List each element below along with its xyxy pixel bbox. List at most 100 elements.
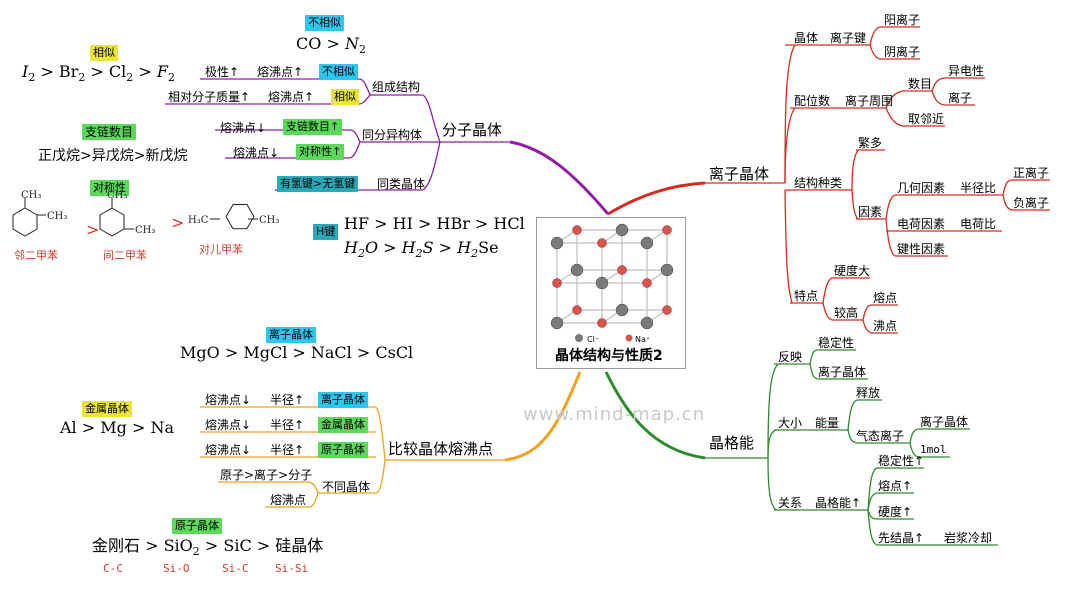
central-topic-title: 晶体结构与性质2 [555, 348, 663, 364]
node-bond-factor: 键性因素 [897, 242, 946, 256]
formula-atomic-series: 金刚石 > SiO2 > SiC > 硅晶体 [92, 536, 324, 559]
node-ionic-bond: 离子键 [830, 31, 867, 45]
node-count: 数目 [908, 77, 933, 91]
node-rel-mass: 相对分子质量↑ [168, 90, 251, 104]
node-lattice-up: 晶格能↑ [815, 496, 862, 510]
node-geo-factor: 几何因素 [897, 181, 946, 195]
label-o-xylene: 邻二甲苯 [14, 249, 58, 262]
node-bp4: 熔沸点↓ [233, 146, 280, 160]
bond-cc: C-C [103, 562, 123, 575]
nacl-lattice-image [550, 223, 674, 342]
branch-compare-melting: 比较晶体熔沸点 [388, 440, 494, 458]
tag-symmetry-xylene: 对称性 [90, 180, 129, 196]
tag-ionic-series: 离子晶体 [266, 327, 316, 343]
node-ion: 离子 [948, 91, 973, 105]
node-charge-factor: 电荷因素 [897, 217, 946, 231]
branch-lattice-energy: 晶格能 [709, 434, 755, 452]
svg-text:CH₃: CH₃ [21, 190, 41, 201]
tag-branch-number: 支链数目 [82, 124, 137, 140]
node-radius-up-1: 半径↑ [270, 393, 305, 407]
tag-atomic-crystal: 原子晶体 [318, 442, 368, 458]
formula-halogens: I2 > Br2 > Cl2 > F2 [22, 62, 175, 85]
node-radius-ratio: 半径比 [960, 181, 997, 195]
node-ion-surround: 离子周围 [845, 94, 894, 108]
node-size: 大小 [778, 416, 803, 430]
label-m-xylene: 间二甲苯 [103, 249, 147, 262]
node-charge-ratio: 电荷比 [960, 217, 997, 231]
branch-molecular-crystal: 分子晶体 [442, 121, 503, 139]
node-boiling: 沸点 [873, 319, 898, 333]
node-cation: 阳离子 [884, 13, 921, 27]
node-reflect: 反映 [778, 350, 803, 364]
node-release: 释放 [856, 386, 881, 400]
tag-similar: 相似 [331, 89, 359, 105]
node-many: 繁多 [858, 136, 883, 150]
central-topic-box: Cl⁻ Na⁺ 晶体结构与性质2 [536, 217, 686, 369]
legend-cl: Cl⁻ [587, 335, 600, 344]
node-relation: 关系 [778, 496, 803, 510]
xylene-structures: CH₃ CH₃ CH₃ CH₃ H₃C CH₃ > > [12, 190, 279, 239]
tag-metal-series: 金属晶体 [82, 401, 132, 417]
node-bp1: 熔沸点↑ [257, 65, 304, 79]
svg-text:>: > [86, 220, 99, 239]
tag-similar-halogens: 相似 [90, 45, 118, 61]
node-radius-up-2: 半径↑ [270, 418, 305, 432]
branch-ionic-crystal: 离子晶体 [709, 165, 770, 183]
node-hardness-high: 硬度大 [834, 264, 871, 278]
node-magma: 岩浆冷却 [944, 531, 993, 545]
node-first-crystal: 先结晶↑ [878, 531, 925, 545]
text-pentanes: 正戊烷>异戊烷>新戊烷 [38, 148, 188, 164]
formula-co-n2: CO > N2 [296, 34, 366, 57]
node-bp3: 熔沸点↓ [220, 121, 267, 135]
node-order: 原子>离子>分子 [220, 468, 313, 482]
node-nearest: 取邻近 [908, 112, 945, 126]
node-mp-up: 熔点↑ [878, 479, 913, 493]
node-melting: 熔点 [873, 291, 898, 305]
node-structure-types: 结构种类 [794, 176, 843, 190]
node-ionic-crystal-le: 离子晶体 [818, 365, 867, 379]
node-hetero: 异电性 [948, 64, 985, 78]
svg-text:CH₃: CH₃ [107, 190, 127, 201]
node-hard-up: 硬度↑ [878, 505, 913, 519]
node-composition: 组成结构 [372, 80, 421, 94]
node-bp-down-3: 熔沸点↓ [205, 443, 252, 457]
node-crystal: 晶体 [794, 31, 819, 45]
node-higher: 较高 [834, 306, 859, 320]
svg-text:CH₃: CH₃ [135, 225, 155, 236]
tag-atomic-series: 原子晶体 [172, 518, 222, 534]
svg-text:CH₃: CH₃ [47, 211, 67, 222]
node-bp-down-2: 熔沸点↓ [205, 418, 252, 432]
node-bp2: 熔沸点↑ [268, 90, 315, 104]
node-different-crystals: 不同晶体 [322, 480, 371, 494]
formula-hx: HF > HI > HBr > HCl [344, 214, 525, 233]
node-ionic-crystal-le2: 离子晶体 [920, 415, 969, 429]
node-anion: 阴离子 [884, 45, 921, 59]
node-radius-up-3: 半径↑ [270, 443, 305, 457]
svg-text:>: > [171, 213, 184, 232]
bond-sio: Si-O [163, 562, 190, 575]
tag-branch-count: 支链数目↑ [283, 119, 343, 135]
node-stab-up: 稳定性↑ [878, 454, 925, 468]
node-factors: 因素 [858, 205, 883, 219]
tag-not-similar-top: 不相似 [305, 15, 344, 31]
bond-sic: Si-C [222, 562, 249, 575]
node-isomer: 同分异构体 [362, 128, 423, 142]
node-coord-number: 配位数 [794, 94, 831, 108]
tag-not-similar: 不相似 [319, 64, 358, 80]
node-energy: 能量 [815, 416, 840, 430]
formula-h2x: H2O > H2S > H2Se [344, 238, 499, 261]
formula-metal-series: Al > Mg > Na [60, 418, 174, 437]
bond-sisi: Si-Si [275, 562, 309, 575]
node-neg-ion: 负离子 [1013, 196, 1050, 210]
node-same-type: 同类晶体 [377, 177, 426, 191]
tag-metal-crystal: 金属晶体 [318, 417, 368, 433]
legend-na: Na⁺ [635, 335, 651, 344]
node-bp-down-1: 熔沸点↓ [205, 393, 252, 407]
tag-h-bond: H键 [313, 224, 339, 240]
svg-text:H₃C: H₃C [188, 215, 209, 226]
watermark: www.mind-map.cn [523, 404, 706, 425]
tag-hydrogen-bond: 有氢键>无氢键 [277, 176, 359, 192]
svg-text:CH₃: CH₃ [259, 215, 279, 226]
formula-ionic-series: MgO > MgCl > NaCl > CsCl [180, 343, 414, 362]
